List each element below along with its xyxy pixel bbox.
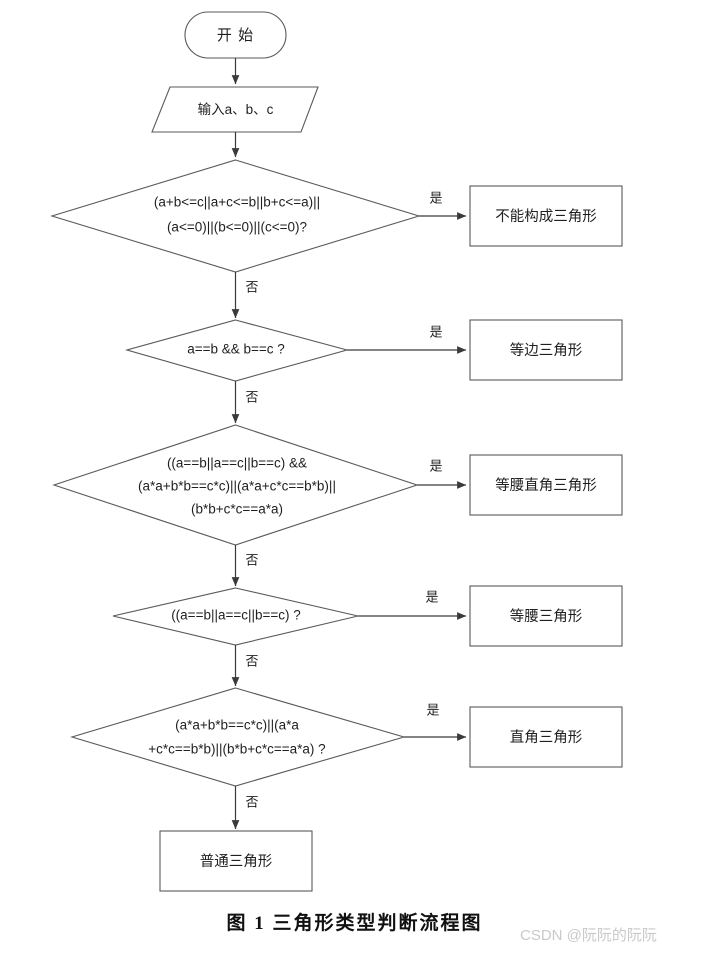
decision-5-shape — [70, 687, 406, 787]
outcome-4-shape — [469, 585, 623, 647]
decision-2-line-1: a==b && b==c ? — [187, 342, 285, 357]
decision-3-yes-label: 是 — [429, 458, 442, 473]
decision-1-no-label: 否 — [245, 279, 258, 294]
decision-node-1[interactable]: (a+b<=c||a+c<=b||b+c<=a)|| (a<=0)||(b<=0… — [50, 159, 421, 273]
final-label: 普通三角形 — [200, 853, 273, 870]
decision-3-line-3: (b*b+c*c==a*a) — [191, 502, 283, 517]
decision-5-no-label: 否 — [245, 794, 258, 809]
decision-1-line-1: (a+b<=c||a+c<=b||b+c<=a)|| — [154, 195, 320, 210]
decision-1-line-2: (a<=0)||(b<=0)||(c<=0)? — [167, 220, 307, 235]
outcome-node-2[interactable]: 等边三角形 — [469, 319, 623, 381]
decision-2-no-label: 否 — [245, 389, 258, 404]
decision-node-4[interactable]: ((a==b||a==c||b==c) ? — [112, 587, 359, 646]
decision-4-yes-label: 是 — [425, 589, 438, 604]
decision-3-line-1: ((a==b||a==c||b==c) && — [167, 456, 307, 471]
input-node[interactable]: 输入a、b、c — [151, 86, 319, 133]
outcome-5-shape — [469, 706, 623, 768]
decision-3-line-2: (a*a+b*b==c*c)||(a*a+c*c==b*b)|| — [138, 479, 336, 494]
decision-node-2[interactable]: a==b && b==c ? — [124, 319, 350, 382]
decision-5-line-1: (a*a+b*b==c*c)||(a*a — [175, 718, 299, 733]
figure-caption: 图 1 三角形类型判断流程图 — [226, 913, 483, 934]
decision-5-line-2: +c*c==b*b)||(b*b+c*c==a*a) ? — [148, 742, 325, 757]
outcome-2-shape — [469, 319, 623, 381]
outcome-1-shape — [469, 185, 623, 247]
decision-4-no-label: 否 — [245, 653, 258, 668]
decision-3-no-label: 否 — [245, 552, 258, 567]
start-node[interactable]: 开 始 — [184, 11, 287, 59]
decision-5-yes-label: 是 — [426, 702, 439, 717]
final-shape — [159, 830, 313, 892]
outcome-1-label: 不能构成三角形 — [495, 208, 597, 225]
outcome-3-shape — [469, 454, 623, 516]
decision-1-shape — [50, 159, 421, 273]
final-node[interactable]: 普通三角形 — [159, 830, 313, 892]
start-label: 开 始 — [217, 27, 254, 44]
input-label: 输入a、b、c — [198, 102, 274, 117]
outcome-node-1[interactable]: 不能构成三角形 — [469, 185, 623, 247]
decision-2-yes-label: 是 — [429, 324, 442, 339]
outcome-node-4[interactable]: 等腰三角形 — [469, 585, 623, 647]
decision-1-yes-label: 是 — [429, 190, 442, 205]
outcome-node-5[interactable]: 直角三角形 — [469, 706, 623, 768]
csdn-watermark: CSDN @阮阮的阮阮 — [520, 927, 657, 944]
outcome-node-3[interactable]: 等腰直角三角形 — [469, 454, 623, 516]
outcome-2-label: 等边三角形 — [510, 341, 583, 359]
decision-4-line-1: ((a==b||a==c||b==c) ? — [171, 608, 301, 623]
input-shape — [151, 86, 319, 133]
outcome-3-label: 等腰直角三角形 — [495, 476, 597, 494]
decision-node-3[interactable]: ((a==b||a==c||b==c) && (a*a+b*b==c*c)||(… — [52, 424, 419, 546]
outcome-4-label: 等腰三角形 — [510, 607, 583, 625]
decision-node-5[interactable]: (a*a+b*b==c*c)||(a*a +c*c==b*b)||(b*b+c*… — [70, 687, 406, 787]
outcome-5-label: 直角三角形 — [510, 729, 583, 746]
